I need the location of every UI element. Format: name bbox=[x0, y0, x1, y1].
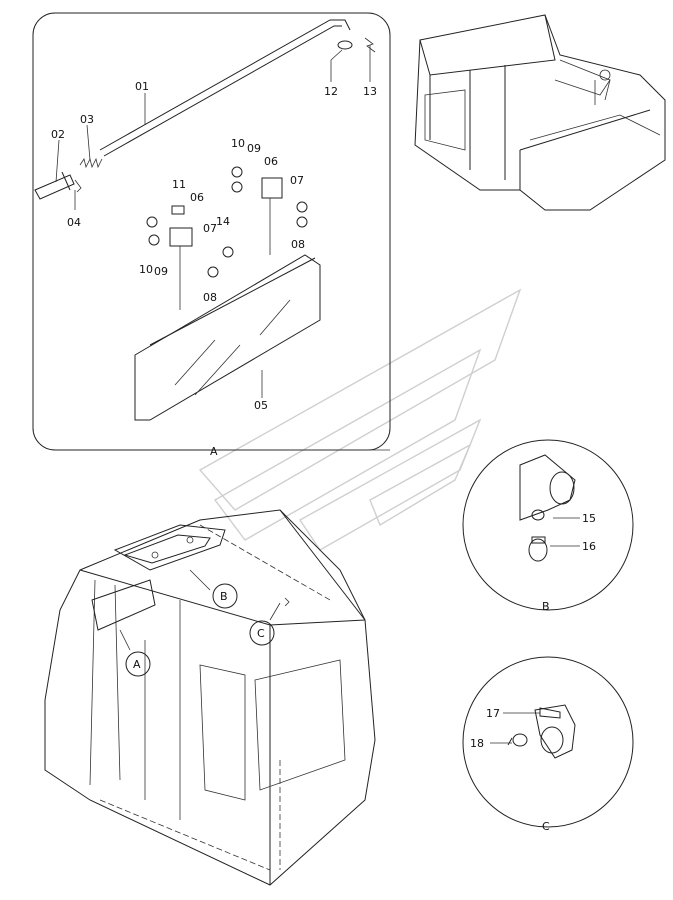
detail-c-circle bbox=[462, 656, 634, 828]
callout-b-label: B bbox=[220, 590, 228, 603]
label-part-06: 06 bbox=[264, 155, 278, 168]
pin bbox=[74, 179, 82, 193]
label-part-08: 08 bbox=[291, 238, 305, 251]
hinge-bracket bbox=[519, 454, 576, 521]
label-part-08: 08 bbox=[203, 291, 217, 304]
callout-b: B bbox=[212, 583, 238, 609]
callout-c: C bbox=[249, 620, 275, 646]
label-part-15: 15 bbox=[582, 512, 596, 525]
label-part-16: 16 bbox=[582, 540, 596, 553]
label-part-02: 02 bbox=[51, 128, 65, 141]
cab bbox=[44, 509, 376, 886]
detail-b-circle bbox=[462, 439, 634, 611]
block bbox=[171, 205, 185, 215]
leader-lines bbox=[119, 569, 281, 651]
hinge-left bbox=[169, 227, 193, 247]
nut bbox=[231, 166, 243, 178]
washer bbox=[337, 40, 353, 50]
label-detail-b: B bbox=[542, 600, 550, 613]
bolt bbox=[296, 216, 308, 228]
bolt bbox=[207, 266, 219, 278]
label-part-03: 03 bbox=[80, 113, 94, 126]
label-part-05: 05 bbox=[254, 399, 268, 412]
leader-lines bbox=[55, 45, 390, 451]
cab-glass-panel bbox=[91, 579, 156, 631]
nut bbox=[148, 234, 160, 246]
label-part-06: 06 bbox=[190, 191, 204, 204]
label-part-10: 10 bbox=[231, 137, 245, 150]
screw bbox=[507, 733, 528, 747]
callout-c-label: C bbox=[257, 627, 265, 640]
label-part-07: 07 bbox=[203, 222, 217, 235]
handle bbox=[34, 171, 75, 200]
label-part-11: 11 bbox=[172, 178, 186, 191]
leader-lines bbox=[490, 712, 540, 744]
label-part-07: 07 bbox=[290, 174, 304, 187]
excavator-overview bbox=[414, 14, 666, 211]
label-part-12: 12 bbox=[324, 85, 338, 98]
bolt bbox=[222, 246, 234, 258]
label-part-10: 10 bbox=[139, 263, 153, 276]
label-detail-a: A bbox=[210, 445, 218, 458]
spring bbox=[79, 157, 103, 169]
label-part-04: 04 bbox=[67, 216, 81, 229]
hinge-right bbox=[261, 177, 283, 199]
label-part-13: 13 bbox=[363, 85, 377, 98]
label-part-18: 18 bbox=[470, 737, 484, 750]
nut bbox=[146, 216, 158, 228]
leader-lines bbox=[550, 517, 580, 547]
hinge-axis-lines bbox=[179, 198, 271, 310]
screw bbox=[528, 536, 548, 562]
rod bbox=[99, 19, 351, 157]
nut bbox=[231, 181, 243, 193]
callout-a-label: A bbox=[133, 658, 141, 671]
label-part-09: 09 bbox=[154, 265, 168, 278]
callout-a: A bbox=[125, 651, 151, 677]
label-detail-c: C bbox=[542, 820, 550, 833]
detail-a-frame bbox=[32, 12, 391, 451]
roof-hatch bbox=[113, 524, 226, 571]
glass-panel bbox=[134, 254, 321, 421]
label-part-01: 01 bbox=[135, 80, 149, 93]
label-part-09: 09 bbox=[247, 142, 261, 155]
label-part-14: 14 bbox=[216, 215, 230, 228]
clamp bbox=[534, 704, 576, 759]
clip-mark bbox=[284, 597, 290, 607]
watermark-logo bbox=[198, 288, 522, 551]
label-part-17: 17 bbox=[486, 707, 500, 720]
bolt bbox=[296, 201, 308, 213]
